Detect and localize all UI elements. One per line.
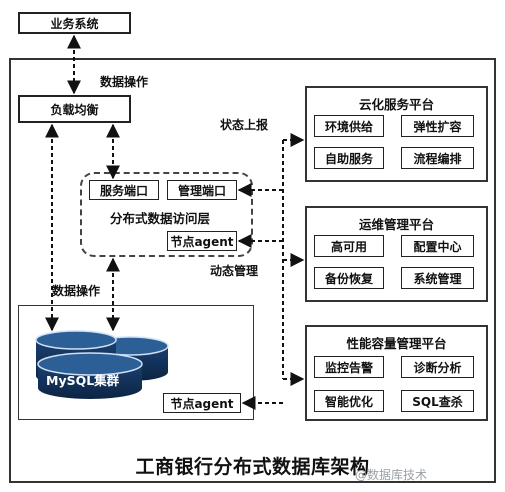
mysql-cluster-label: MySQL集群 [46,373,120,388]
ops-item-backup-restore: 备份恢复 [314,267,384,289]
perf-platform-title: 性能容量管理平台 [346,336,447,351]
data-operation-label-top: 数据操作 [100,75,149,89]
cloud-item-env-supply: 环境供给 [314,115,384,137]
perf-item-smart-optimize: 智能优化 [314,390,384,412]
access-layer-agent-box: 节点agent [167,231,237,251]
cloud-item-elastic-scale: 弹性扩容 [401,115,474,137]
db-agent-box: 节点agent [163,393,241,413]
ops-item-system-management: 系统管理 [401,267,474,289]
ops-item-config-center: 配置中心 [401,235,474,257]
perf-item-monitor-alert: 监控告警 [314,356,384,378]
perf-item-sql-kill: SQL查杀 [401,390,474,412]
cloud-platform-title: 云化服务平台 [358,97,434,112]
status-report-label: 状态上报 [220,118,269,132]
management-port-box: 管理端口 [167,180,237,200]
access-layer-title: 分布式数据访问层 [110,211,211,226]
ops-item-high-availability: 高可用 [314,235,384,257]
dynamic-management-label: 动态管理 [210,264,259,278]
diagram-title: 工商银行分布式数据库架构 [135,456,370,478]
cloud-item-self-service: 自助服务 [314,147,384,169]
perf-item-diagnosis: 诊断分析 [401,356,474,378]
load-balancer-box: 负载均衡 [18,95,131,123]
cloud-item-process-orchestration: 流程编排 [401,147,474,169]
ops-platform-title: 运维管理平台 [358,217,434,232]
business-system-box: 业务系统 [18,12,131,34]
data-operation-label-left: 数据操作 [52,284,101,298]
watermark-text: @数据库技术 [355,468,428,482]
service-port-box: 服务端口 [89,180,159,200]
